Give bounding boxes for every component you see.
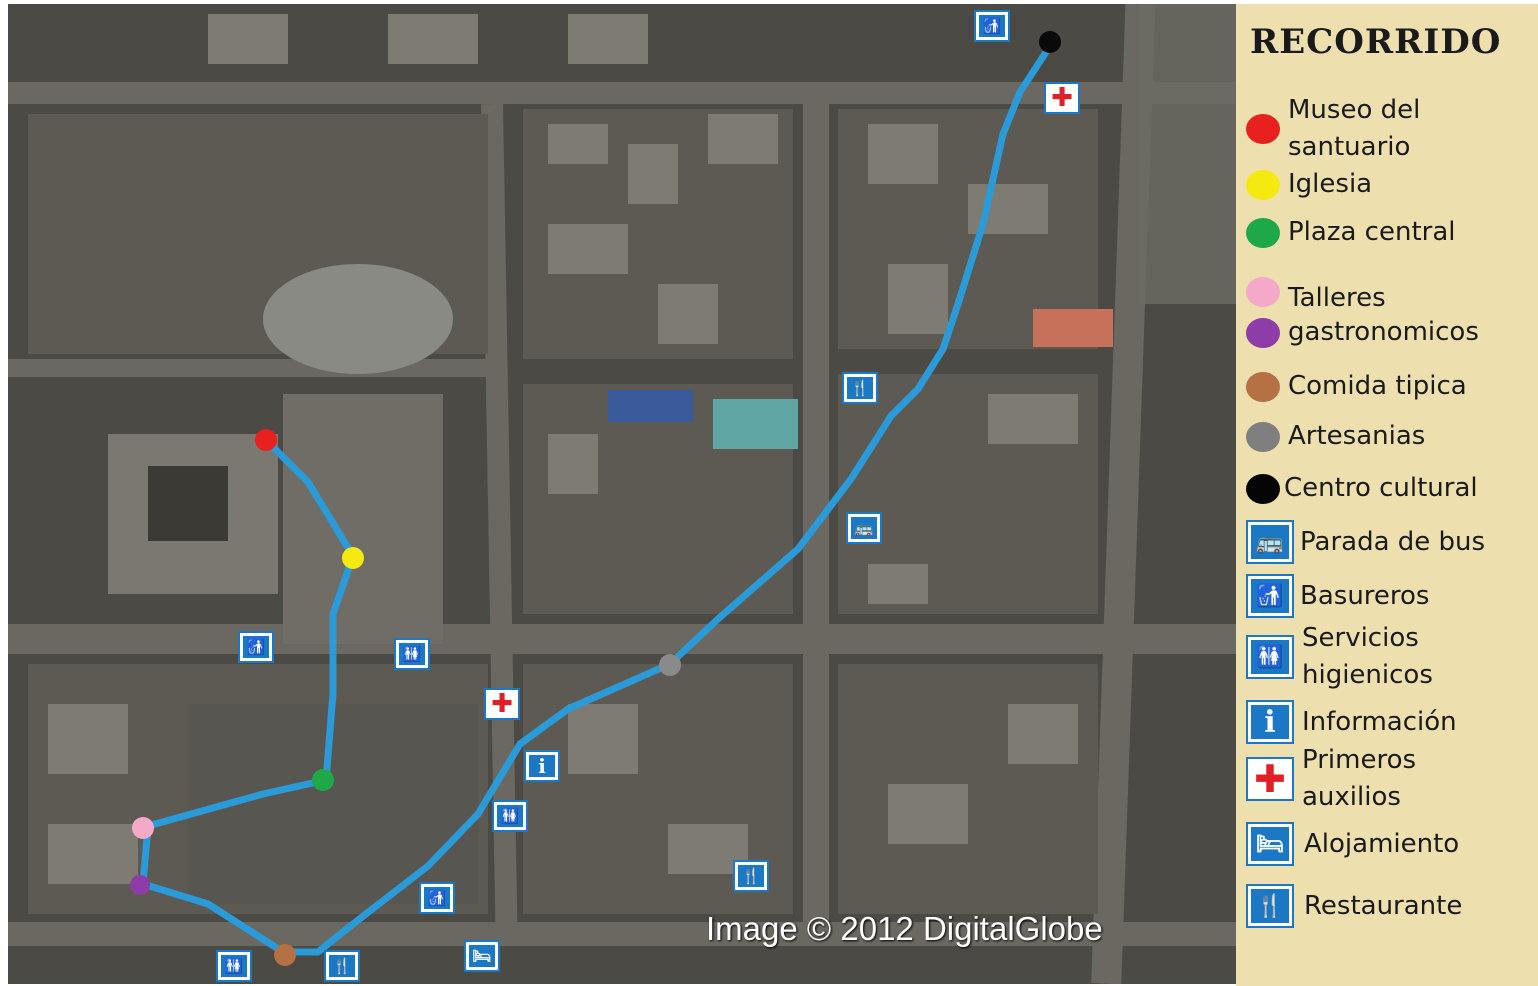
stop-iglesia[interactable]: [342, 547, 364, 569]
information-icon[interactable]: i: [524, 750, 560, 782]
first-aid-icon[interactable]: ✚: [1044, 82, 1080, 114]
legend-label: Restaurante: [1304, 890, 1463, 921]
legend-item-servicios: 🚻 Servicios higienicos: [1246, 620, 1433, 694]
trash-can-icon[interactable]: 🚮: [419, 882, 455, 914]
bed-icon[interactable]: 🛏: [464, 940, 500, 972]
restroom-icon[interactable]: 🚻: [492, 800, 528, 832]
legend-item-auxilios: ✚ Primeros auxilios: [1246, 742, 1416, 816]
green-dot-icon: [1246, 217, 1280, 248]
legend-label: Servicios: [1302, 623, 1419, 653]
legend-item-iglesia: Iglesia: [1246, 166, 1372, 203]
bus-icon[interactable]: 🚌: [846, 512, 882, 544]
brown-dot-icon: [1246, 371, 1280, 402]
gray-dot-icon: [1246, 421, 1280, 452]
legend-label: Parada de bus: [1300, 526, 1486, 557]
pink-dot-icon: [1246, 276, 1280, 307]
legend-item-restaurante: 🍴 Restaurante: [1246, 884, 1462, 928]
imagery-credit: Image © 2012 DigitalGlobe: [706, 910, 1103, 947]
black-dot-icon: [1246, 473, 1280, 504]
stop-artesanias[interactable]: [659, 654, 681, 676]
legend-label: Museo del: [1288, 95, 1421, 125]
stop-comida-tipica[interactable]: [274, 944, 296, 966]
legend-item-bus: 🚌 Parada de bus: [1246, 520, 1485, 564]
legend-item-comida: Comida tipica: [1246, 368, 1467, 405]
legend-item-basureros: 🚮 Basureros: [1246, 574, 1429, 618]
stop-museo-del-santuario[interactable]: [255, 429, 277, 451]
stop-centro-cultural[interactable]: [1039, 31, 1061, 53]
legend-label: Primeros: [1302, 745, 1417, 775]
trash-can-icon[interactable]: 🚮: [974, 10, 1010, 42]
legend-label: Plaza central: [1288, 217, 1456, 247]
red-dot-icon: [1246, 114, 1280, 144]
satellite-map[interactable]: 🚮 ✚ 🍴 🚌 🚮 🚻 ✚ i 🚻 🍴 🚮 🛏 🚻 🍴 Image © 2012…: [8, 4, 1236, 984]
bed-icon: 🛏: [1246, 822, 1294, 866]
restaurant-icon[interactable]: 🍴: [733, 860, 769, 892]
map-background: [8, 4, 1236, 984]
stop-gastronomicos[interactable]: [130, 875, 150, 895]
restaurant-icon[interactable]: 🍴: [842, 372, 878, 404]
legend-item-museo: Museo del santuario: [1246, 92, 1420, 166]
legend-label: Iglesia: [1288, 169, 1373, 199]
information-icon: i: [1246, 700, 1294, 744]
restaurant-icon: 🍴: [1246, 884, 1294, 928]
legend-label: Talleres: [1288, 283, 1386, 313]
legend-label: higienicos: [1302, 660, 1433, 690]
trash-can-icon[interactable]: 🚮: [238, 631, 274, 663]
legend-item-cultural: Centro cultural: [1246, 470, 1478, 507]
route-path: [139, 42, 1054, 956]
legend-item-informacion: i Información: [1246, 700, 1457, 744]
route-layer: [139, 42, 1054, 956]
trash-can-icon: 🚮: [1246, 574, 1294, 618]
legend-item-artesanias: Artesanias: [1246, 418, 1425, 455]
legend-item-talleres: Talleres: [1246, 266, 1386, 317]
legend-item-alojamiento: 🛏 Alojamiento: [1246, 822, 1459, 866]
stop-talleres[interactable]: [132, 817, 154, 839]
legend-label: Información: [1302, 706, 1457, 737]
bus-icon: 🚌: [1246, 520, 1294, 564]
legend-label: santuario: [1288, 132, 1411, 162]
first-aid-icon: ✚: [1246, 757, 1294, 801]
legend-title: RECORRIDO: [1250, 22, 1502, 62]
legend-label: Alojamiento: [1304, 828, 1460, 859]
restroom-icon[interactable]: 🚻: [216, 950, 252, 982]
legend-label: Centro cultural: [1284, 473, 1478, 503]
legend-label: Artesanias: [1288, 421, 1426, 451]
legend-label: Basureros: [1300, 580, 1430, 611]
legend-item-plaza: Plaza central: [1246, 214, 1456, 251]
legend-item-gastronomicos: gastronomicos: [1246, 314, 1479, 351]
stop-plaza-central[interactable]: [312, 769, 334, 791]
restaurant-icon[interactable]: 🍴: [324, 950, 360, 982]
yellow-dot-icon: [1246, 169, 1280, 200]
legend-label: auxilios: [1302, 782, 1401, 812]
first-aid-icon[interactable]: ✚: [484, 688, 520, 720]
restroom-icon: 🚻: [1246, 635, 1294, 679]
purple-dot-icon: [1246, 317, 1280, 348]
restroom-icon[interactable]: 🚻: [394, 638, 430, 670]
legend-label: Comida tipica: [1288, 371, 1467, 401]
legend-label: gastronomicos: [1288, 317, 1479, 347]
legend-panel: RECORRIDO Museo del santuario Iglesia Pla…: [1236, 4, 1538, 986]
